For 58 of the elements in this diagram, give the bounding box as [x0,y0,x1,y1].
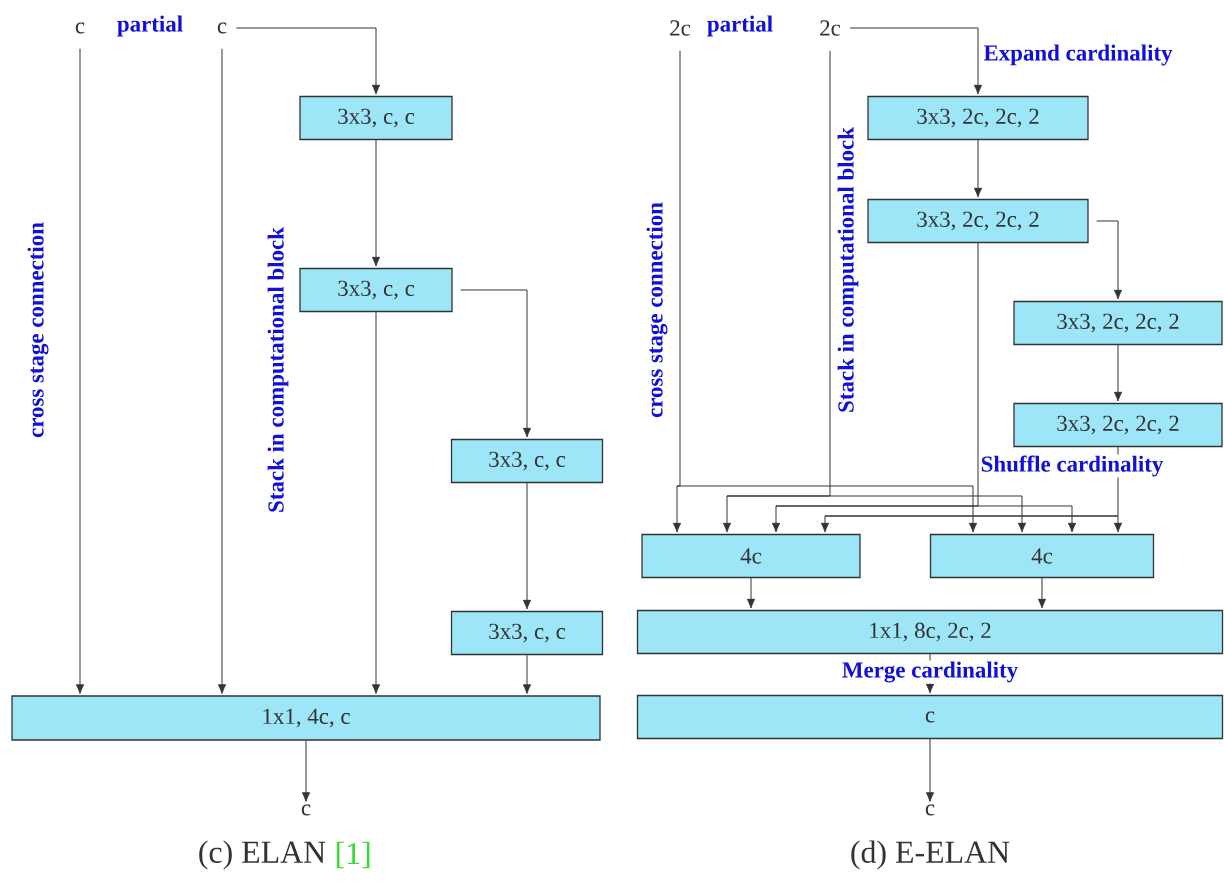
arrow [1113,515,1123,533]
arrow [301,740,311,802]
arrow [522,654,532,694]
arrow [746,577,756,609]
annotation-label: cross stage connection [26,221,50,439]
layer-box: 4c [929,533,1155,579]
arrow [460,289,532,438]
annotation-label: Stack in computational block [836,126,860,414]
arrow [1113,344,1123,402]
annotation-label: cross stage connection [645,201,669,419]
connector-line [775,242,1073,507]
annotation-label: Expand cardinality [982,43,1174,67]
layer-box: 1x1, 4c, c [11,695,601,741]
channel-label: c [301,804,311,816]
layer-box: 1x1, 8c, 2c, 2 [636,609,1224,655]
arrow [522,482,532,610]
channel-label: c [925,804,935,816]
arrow [672,485,682,533]
arrow [925,738,935,802]
arrow [371,311,381,694]
annotation-label: Shuffle cardinality [979,454,1165,478]
annotation-label: partial [115,14,185,38]
channel-label: 2c [670,20,691,36]
layer-box: 4c [641,533,861,579]
connector-line [726,50,1023,497]
arrow [722,495,732,533]
layer-box: 3x3, c, c [450,610,604,656]
citation-number: [1] [336,841,370,869]
arrow [771,505,781,533]
arrow [1096,220,1123,300]
subfigure-caption: (c) ELAN [199,840,326,870]
channel-label: 2c [820,20,841,36]
arrow [75,48,85,694]
connector-line [824,446,1119,517]
arrow [1037,577,1047,609]
layer-box: 3x3, 2c, 2c, 2 [1013,402,1223,448]
annotation-label: Merge cardinality [840,660,1020,684]
arrow [968,485,978,533]
layer-box: 3x3, 2c, 2c, 2 [867,95,1089,141]
layer-box: 3x3, c, c [299,95,453,141]
layer-box: 3x3, 2c, 2c, 2 [867,198,1089,244]
annotation-label: partial [705,14,775,38]
arrow [1067,505,1077,533]
arrow [217,48,227,694]
channel-label: c [75,22,85,34]
channel-label: c [217,22,227,34]
arrow [973,139,983,198]
arrow [371,139,381,267]
layer-box: 3x3, c, c [299,267,453,313]
layer-box: c [636,694,1224,740]
arrow [1017,495,1027,533]
layer-box: 3x3, c, c [450,438,604,484]
arrow [849,27,983,95]
arrow [235,27,381,95]
arrow [820,515,830,533]
subfigure-caption: (d) E-ELAN [851,840,1010,870]
layer-box: 3x3, 2c, 2c, 2 [1013,300,1223,346]
connector-line [676,50,974,487]
